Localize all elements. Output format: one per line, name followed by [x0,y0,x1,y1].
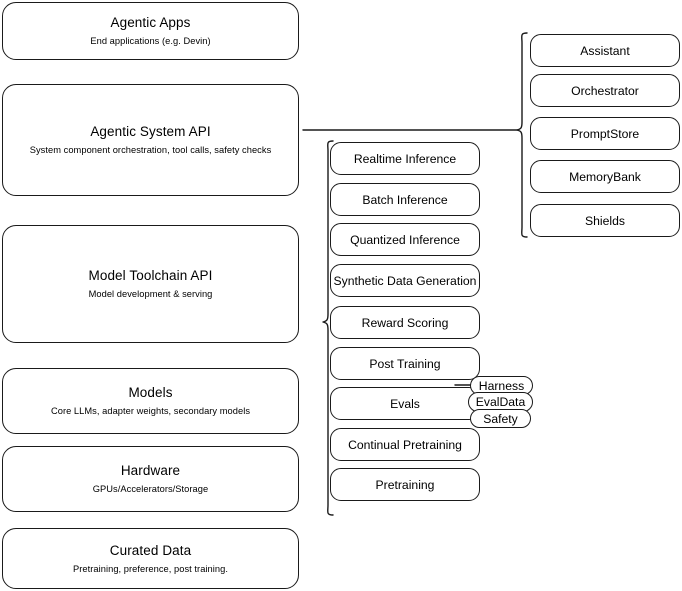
layer-title: Model Toolchain API [88,268,213,283]
system-item-memorybank[interactable]: MemoryBank [530,160,680,193]
layer-title: Agentic System API [90,124,211,139]
layer-box-models[interactable]: Models Core LLMs, adapter weights, secon… [2,368,299,434]
system-item-assistant[interactable]: Assistant [530,34,680,67]
system-item-orchestrator[interactable]: Orchestrator [530,74,680,107]
system-item-label: PromptStore [570,126,640,141]
layer-box-model-toolchain-api[interactable]: Model Toolchain API Model development & … [2,225,299,343]
toolchain-item-batch-inference[interactable]: Batch Inference [330,183,480,216]
eval-badge-safety[interactable]: Safety [470,409,531,428]
toolchain-item-label: Reward Scoring [361,315,449,330]
layer-box-hardware[interactable]: Hardware GPUs/Accelerators/Storage [2,446,299,512]
toolchain-item-pretraining[interactable]: Pretraining [330,468,480,501]
layer-title: Hardware [120,463,181,478]
layer-subtitle: Model development & serving [88,289,213,299]
toolchain-item-label: Batch Inference [362,192,448,207]
eval-badge-label: Safety [483,411,518,426]
layer-box-curated-data[interactable]: Curated Data Pretraining, preference, po… [2,528,299,589]
layer-subtitle: Core LLMs, adapter weights, secondary mo… [50,406,251,416]
eval-badge-label: EvalData [475,395,526,409]
toolchain-item-label: Post Training [369,356,441,371]
toolchain-item-evals[interactable]: Evals [330,387,480,420]
layer-subtitle: GPUs/Accelerators/Storage [92,484,209,494]
layer-subtitle: End applications (e.g. Devin) [90,36,211,46]
system-item-shields[interactable]: Shields [530,204,680,237]
layer-subtitle: System component orchestration, tool cal… [29,145,272,155]
layer-title: Models [128,385,173,400]
layer-subtitle: Pretraining, preference, post training. [73,563,228,574]
toolchain-item-post-training[interactable]: Post Training [330,347,480,380]
toolchain-item-quantized-inference[interactable]: Quantized Inference [330,223,480,256]
layer-box-agentic-apps[interactable]: Agentic Apps End applications (e.g. Devi… [2,2,299,60]
toolchain-item-continual-pretraining[interactable]: Continual Pretraining [330,428,480,461]
toolchain-item-synthetic-data-generation[interactable]: Synthetic Data Generation [330,264,480,297]
system-item-label: MemoryBank [569,169,641,184]
toolchain-item-label: Realtime Inference [353,151,457,166]
toolchain-item-reward-scoring[interactable]: Reward Scoring [330,306,480,339]
layer-box-agentic-system-api[interactable]: Agentic System API System component orch… [2,84,299,196]
toolchain-item-label: Quantized Inference [350,232,460,247]
system-item-label: Shields [585,213,625,228]
toolchain-item-label: Continual Pretraining [348,437,462,452]
layer-title: Agentic Apps [110,15,191,30]
system-item-label: Assistant [580,43,630,58]
brace-system-components [516,32,528,238]
toolchain-item-label: Evals [390,396,420,411]
system-item-promptstore[interactable]: PromptStore [530,117,680,150]
layer-title: Curated Data [109,542,192,558]
toolchain-item-label: Pretraining [375,477,435,492]
toolchain-item-realtime-inference[interactable]: Realtime Inference [330,142,480,175]
system-item-label: Orchestrator [571,83,639,98]
toolchain-item-label: Synthetic Data Generation [333,273,477,288]
eval-badge-label: Harness [478,378,525,393]
